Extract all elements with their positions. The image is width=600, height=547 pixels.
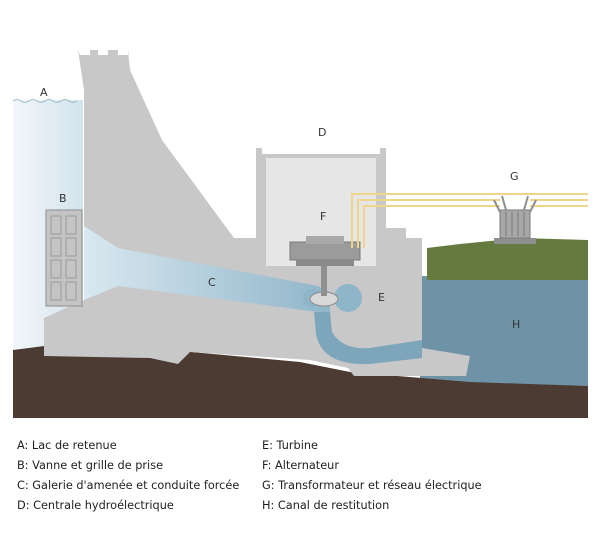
spiral-case [334, 284, 362, 312]
legend-column-right: E: Turbine F: Alternateur G: Transformat… [262, 436, 482, 516]
intake-rack-bars [50, 215, 77, 301]
penstock [84, 226, 330, 312]
legend-column-left: A: Lac de retenue B: Vanne et grille de … [17, 436, 239, 516]
ground [13, 344, 588, 418]
dam-structure [44, 50, 470, 376]
power-lines [351, 193, 588, 248]
generator-base [296, 260, 354, 266]
draft-tube [314, 312, 422, 365]
generator [289, 241, 361, 261]
label-h: H [512, 318, 520, 331]
legend-item-c: C: Galerie d'amenée et conduite forcée [17, 479, 240, 492]
legend: A: Lac de retenue B: Vanne et grille de … [0, 436, 600, 536]
legend-item-b: B: Vanne et grille de prise [17, 459, 164, 472]
legend-item-a: A: Lac de retenue [17, 439, 117, 452]
legend-item-f: F: Alternateur [262, 459, 339, 472]
label-e: E [378, 291, 385, 304]
legend-item-h: H: Canal de restitution [262, 499, 390, 512]
label-c: C [208, 276, 216, 289]
label-g: G [510, 170, 519, 183]
label-a: A [40, 86, 48, 99]
label-f: F [320, 210, 326, 223]
legend-item-d: D: Centrale hydroélectrique [17, 499, 174, 512]
reservoir-surface [12, 99, 78, 103]
label-d: D [318, 126, 326, 139]
legend-item-g: G: Transformateur et réseau électrique [262, 479, 482, 492]
generator-core [306, 236, 344, 244]
hydropower-diagram: A B C D E F G H [12, 50, 588, 418]
grass-bank [427, 238, 588, 280]
transformer [493, 195, 537, 244]
legend-item-e: E: Turbine [262, 439, 318, 452]
label-b: B [59, 192, 67, 205]
